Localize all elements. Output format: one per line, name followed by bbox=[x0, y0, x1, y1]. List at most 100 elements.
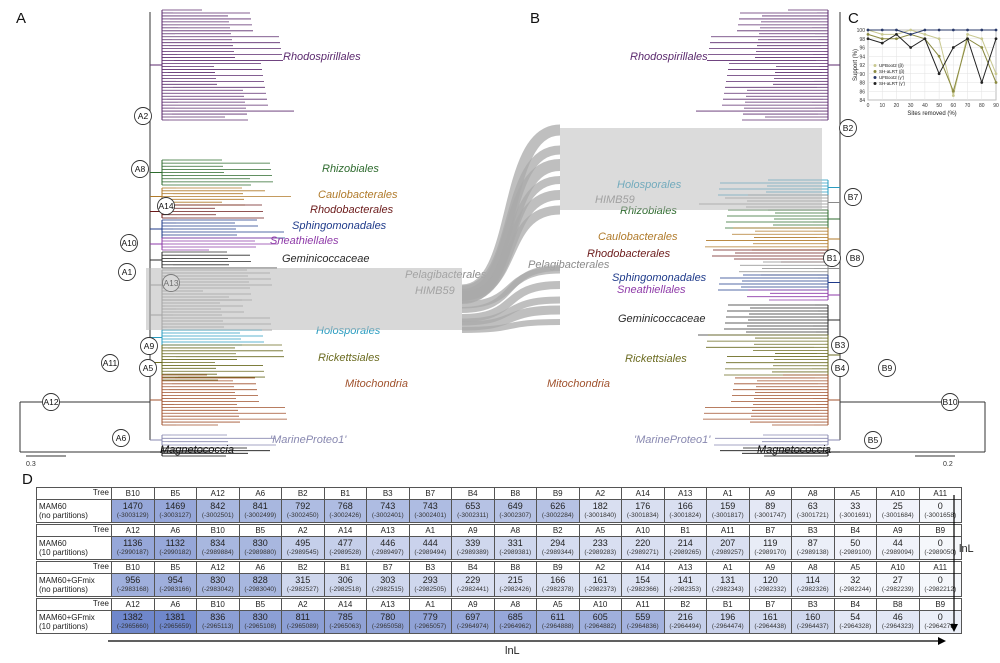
data-point bbox=[980, 37, 984, 41]
delta-lnl-cell: 444(-2989494) bbox=[408, 536, 452, 560]
delta-lnl-cell: 141(-2982353) bbox=[663, 573, 707, 597]
delta-lnl-value: 196 bbox=[720, 612, 736, 622]
order-label: Sneathiellales bbox=[270, 235, 339, 247]
panel-label-b: B bbox=[530, 10, 541, 27]
data-point bbox=[980, 46, 984, 49]
node-label: A8 bbox=[135, 164, 146, 174]
lnl-value: (-2965063) bbox=[329, 623, 362, 630]
delta-lnl-value: 444 bbox=[422, 538, 438, 548]
tree-header: Tree bbox=[92, 525, 109, 534]
delta-lnl-cell: 166(-2982378) bbox=[536, 573, 580, 597]
legend-entry: SH-aLRT (γ') bbox=[879, 81, 905, 86]
x-tick-label: 70 bbox=[965, 103, 971, 109]
delta-lnl-value: 25 bbox=[892, 501, 903, 511]
delta-lnl-value: 811 bbox=[295, 612, 310, 622]
y-tick-label: 86 bbox=[859, 89, 865, 95]
lnl-value: (-2989283) bbox=[584, 549, 617, 556]
legend-marker bbox=[873, 70, 877, 73]
node-label: A2 bbox=[138, 111, 149, 121]
node-circle bbox=[941, 393, 959, 411]
delta-lnl-cell: 611(-2964888) bbox=[536, 610, 580, 634]
delta-lnl-value: 830 bbox=[252, 538, 268, 548]
delta-lnl-value: 785 bbox=[337, 612, 353, 622]
delta-lnl-value: 0 bbox=[937, 612, 943, 622]
delta-lnl-cell: 649(-3002307) bbox=[493, 499, 537, 523]
x-tick-label: 80 bbox=[979, 103, 985, 109]
model-cell: MAM60(10 partitions) bbox=[36, 536, 112, 560]
delta-lnl-value: 0 bbox=[937, 538, 943, 548]
delta-lnl-cell: 46(-2964323) bbox=[876, 610, 920, 634]
scale-bar-label: 0.3 bbox=[26, 461, 36, 468]
tree-name-cell: B4 bbox=[833, 598, 877, 611]
delta-lnl-cell: 956(-2983168) bbox=[111, 573, 155, 597]
delta-lnl-cell: 1381(-2965659) bbox=[153, 610, 197, 634]
delta-lnl-value: 1381 bbox=[165, 612, 186, 622]
node-b3: B3 bbox=[831, 336, 849, 354]
data-point bbox=[923, 32, 927, 36]
order-label: Sphingomonadales bbox=[612, 272, 707, 284]
y-tick-label: 88 bbox=[859, 81, 865, 87]
data-point bbox=[909, 46, 913, 49]
data-point bbox=[966, 28, 969, 32]
clade-caulobacterales bbox=[705, 227, 840, 251]
node-label: A12 bbox=[43, 397, 58, 407]
tree-name-cell: B4 bbox=[833, 524, 877, 537]
delta-lnl-value: 685 bbox=[507, 612, 523, 622]
lnl-value: (-2964328) bbox=[839, 623, 872, 630]
delta-lnl-cell: 1382(-2965660) bbox=[111, 610, 155, 634]
lnl-value: (-3001840) bbox=[584, 512, 617, 519]
x-tick-label: 60 bbox=[951, 103, 957, 109]
node-b2: B2 bbox=[839, 119, 857, 137]
delta-lnl-value: 220 bbox=[635, 538, 651, 548]
clade-sneathiellales bbox=[747, 289, 840, 301]
tree-name-cell: B10 bbox=[111, 561, 155, 574]
lnl-value: (-2989138) bbox=[796, 549, 829, 556]
lnl-value: (-2989528) bbox=[329, 549, 362, 556]
delta-lnl-cell: 1132(-2990182) bbox=[153, 536, 197, 560]
tree-name-cell: B1 bbox=[663, 524, 707, 537]
delta-lnl-cell: 653(-3002311) bbox=[451, 499, 495, 523]
x-tick-label: 50 bbox=[936, 103, 942, 109]
tree-name-cell: B5 bbox=[153, 487, 197, 500]
delta-lnl-cell: 0(-2989050) bbox=[918, 536, 962, 560]
node-circle bbox=[134, 107, 152, 125]
model-partitions: (no partitions) bbox=[39, 511, 88, 520]
delta-lnl-value: 954 bbox=[167, 575, 183, 585]
lnl-value: (-2965058) bbox=[371, 623, 404, 630]
delta-lnl-value: 559 bbox=[635, 612, 651, 622]
order-label: Rhodospirillales bbox=[283, 51, 361, 63]
clade-marineproteo1 bbox=[150, 434, 276, 446]
tree-name-cell: B9 bbox=[918, 598, 962, 611]
lnl-value: (-2989094) bbox=[881, 549, 914, 556]
lnl-value: (-2990182) bbox=[159, 549, 192, 556]
delta-lnl-value: 828 bbox=[252, 575, 268, 585]
delta-lnl-cell: 743(-3002401) bbox=[366, 499, 410, 523]
lnl-value: (-2965659) bbox=[159, 623, 192, 630]
node-circle bbox=[131, 160, 149, 178]
panel-label-d: D bbox=[22, 471, 33, 488]
model-name: MAM60 bbox=[39, 539, 67, 548]
delta-lnl-value: 214 bbox=[677, 538, 693, 548]
node-circle bbox=[864, 431, 882, 449]
delta-lnl-value: 626 bbox=[550, 501, 566, 511]
tree-name-cell: B9 bbox=[536, 561, 580, 574]
delta-lnl-value: 830 bbox=[210, 575, 226, 585]
tree-name-cell: A9 bbox=[748, 487, 792, 500]
model-name: MAM60+GFmix bbox=[39, 613, 95, 622]
taxon-band bbox=[461, 205, 561, 301]
lnl-value: (-2989545) bbox=[286, 549, 319, 556]
tree-name-cell: A11 bbox=[918, 487, 962, 500]
scale-bar-label: 0.2 bbox=[943, 461, 953, 468]
node-a1: A1 bbox=[118, 263, 136, 281]
delta-lnl-cell: 0(-2982212) bbox=[918, 573, 962, 597]
delta-lnl-value: 477 bbox=[337, 538, 353, 548]
lnl-value: (-2964438) bbox=[754, 623, 787, 630]
delta-lnl-value: 780 bbox=[380, 612, 396, 622]
node-label: B9 bbox=[882, 363, 893, 373]
tree-name-cell: A5 bbox=[536, 598, 580, 611]
model-partitions: (10 partitions) bbox=[39, 548, 88, 557]
data-point bbox=[866, 37, 870, 41]
delta-lnl-cell: 315(-2982527) bbox=[281, 573, 325, 597]
node-b9: B9 bbox=[878, 359, 896, 377]
